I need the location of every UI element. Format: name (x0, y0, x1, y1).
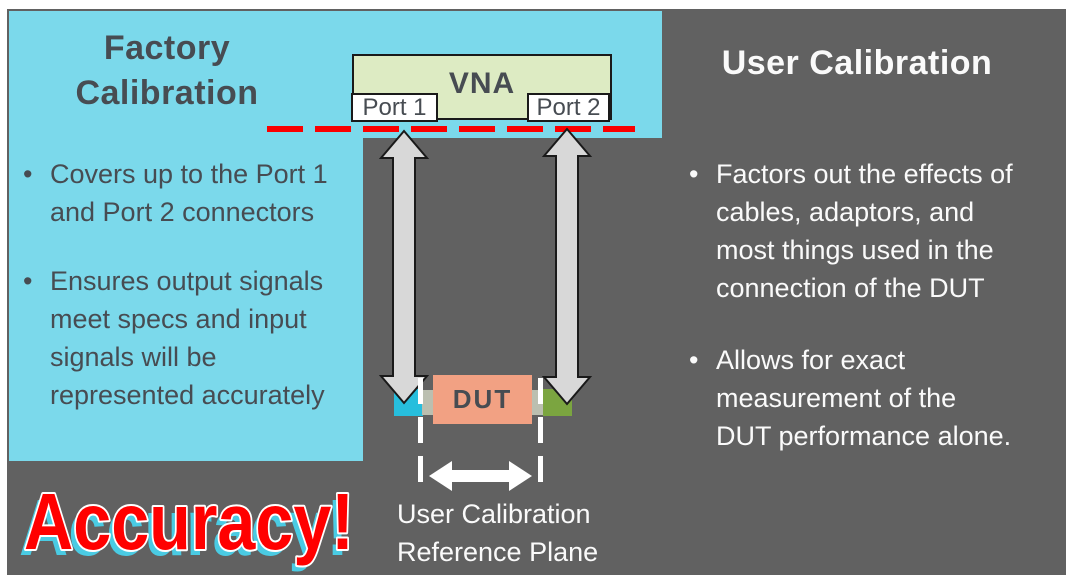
user-bullet-2: • Allows for exact measurement of the DU… (689, 341, 1011, 455)
bullet-line: signals will be (50, 342, 217, 372)
reference-plane-label-line2: Reference Plane (397, 537, 599, 567)
bullet-line: Allows for exact (716, 345, 906, 375)
port2-connector (543, 389, 572, 416)
left-adapter-stub (422, 390, 433, 415)
port1-box: Port 1 (351, 93, 438, 122)
port1-connector (394, 389, 423, 416)
bullet-line: meet specs and input (50, 304, 307, 334)
bullet-line: measurement of the (716, 383, 957, 413)
bullet-dot: • (23, 266, 33, 296)
reference-plane-label-line1: User Calibration (397, 499, 591, 529)
bullet-line: Factors out the effects of (716, 159, 1013, 189)
accuracy-shadow-text: Accuracy! (19, 483, 349, 572)
bullet-line: Ensures output signals (50, 266, 324, 296)
bullet-line: connection of the DUT (716, 273, 985, 303)
bullet-line: Covers up to the Port 1 (50, 159, 328, 189)
accuracy-wordart: Accuracy! Accuracy! (19, 477, 356, 572)
slide-background: Factory Calibration • Covers up to the P… (7, 9, 1066, 575)
bullet-line: represented accurately (50, 380, 325, 410)
bullet-line: and Port 2 connectors (50, 197, 315, 227)
factory-reference-plane-line (267, 126, 635, 132)
user-bullet-1: • Factors out the effects of cables, ada… (689, 155, 1013, 307)
factory-calibration-title: Factory Calibration (75, 29, 259, 112)
right-adapter-stub (532, 390, 543, 415)
bullet-line: most things used in the (716, 235, 994, 265)
accuracy-text: Accuracy! (24, 477, 354, 566)
factory-bullet-2: • Ensures output signals meet specs and … (23, 262, 325, 414)
reference-plane-label: User Calibration Reference Plane (397, 495, 598, 571)
user-calibration-title: User Calibration (721, 44, 993, 82)
bullet-dot: • (689, 159, 699, 189)
bullet-line: cables, adaptors, and (716, 197, 975, 227)
bullet-dot: • (689, 345, 699, 375)
port2-box: Port 2 (527, 93, 610, 122)
bullet-line: DUT performance alone. (716, 421, 1012, 451)
factory-bullet-1: • Covers up to the Port 1 and Port 2 con… (23, 155, 328, 231)
dut-box: DUT (433, 375, 532, 424)
bullet-dot: • (23, 159, 33, 189)
